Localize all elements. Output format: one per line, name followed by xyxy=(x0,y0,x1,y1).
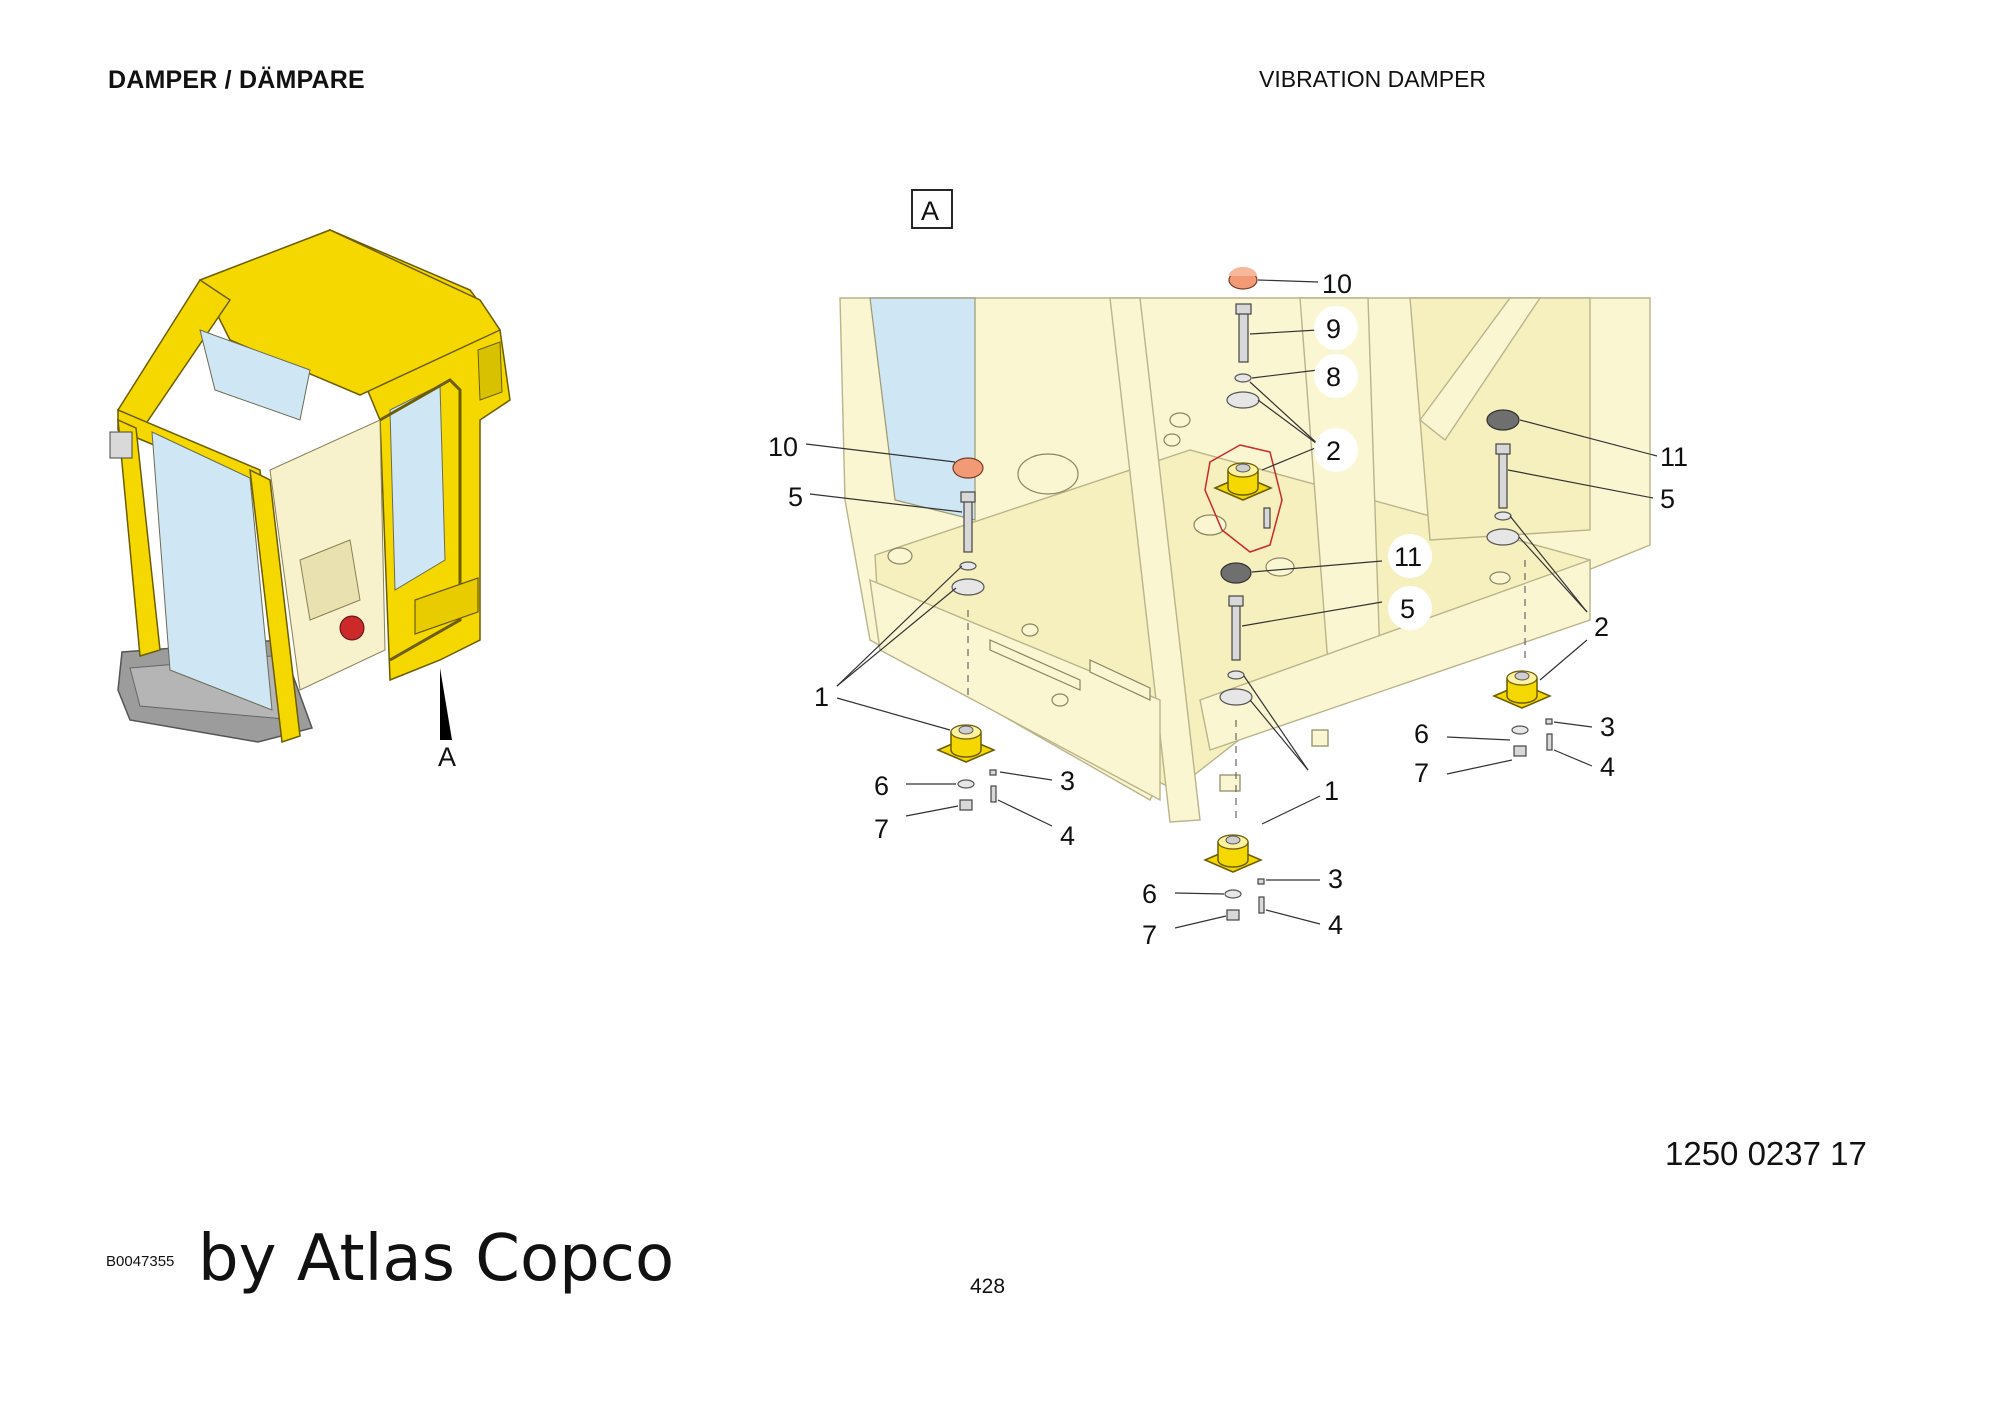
view-label: A xyxy=(921,196,939,226)
callout-6-left: 6 xyxy=(874,771,889,801)
callout-5-right: 5 xyxy=(1660,484,1675,514)
callout-1-center: 1 xyxy=(1324,776,1339,806)
callout-7-right: 7 xyxy=(1414,758,1429,788)
right-damper-assembly xyxy=(1486,409,1553,757)
callout-8: 8 xyxy=(1326,362,1341,392)
callout-3-right: 3 xyxy=(1600,712,1615,742)
callout-1-left: 1 xyxy=(814,682,829,712)
view-arrow-label: A xyxy=(438,742,456,772)
callout-2-center: 2 xyxy=(1326,436,1341,466)
document-number: 1250 0237 17 xyxy=(1665,1135,1867,1172)
callout-9: 9 xyxy=(1326,314,1341,344)
callout-2-right: 2 xyxy=(1594,612,1609,642)
image-id: B0047355 xyxy=(106,1253,175,1270)
callout-10-left: 10 xyxy=(768,432,798,462)
callout-10-top: 10 xyxy=(1322,269,1352,299)
callout-11-center: 11 xyxy=(1394,542,1422,572)
callout-5-left: 5 xyxy=(788,482,803,512)
page-title: DAMPER / DÄMPARE xyxy=(108,66,365,94)
callout-7-left: 7 xyxy=(874,814,889,844)
callout-6-center: 6 xyxy=(1142,879,1157,909)
callout-4-center: 4 xyxy=(1328,910,1343,940)
callout-3-center: 3 xyxy=(1328,864,1343,894)
brand-watermark: by Atlas Copco xyxy=(198,1222,675,1296)
view-label-box xyxy=(911,189,953,229)
callout-4-right: 4 xyxy=(1600,752,1615,782)
callout-5-center: 5 xyxy=(1400,594,1415,624)
view-direction-arrow xyxy=(440,668,452,740)
callout-7-center: 7 xyxy=(1142,920,1157,950)
callout-6-right: 6 xyxy=(1414,719,1429,749)
callout-4-left: 4 xyxy=(1060,821,1075,851)
center-top-damper-assembly xyxy=(1213,267,1273,529)
leader-lines xyxy=(805,279,1658,929)
callout-3-left: 3 xyxy=(1060,766,1075,796)
page-number: 428 xyxy=(970,1275,1006,1298)
section-title: VIBRATION DAMPER xyxy=(1259,66,1487,92)
callout-labels: 10 9 8 2 10 5 11 5 11 5 2 1 6 3 7 4 1 6 … xyxy=(768,269,1688,950)
cab-overview-illustration xyxy=(109,228,511,744)
highlight-outline xyxy=(1204,444,1283,553)
left-damper-assembly xyxy=(936,457,997,811)
center-damper-assembly xyxy=(1203,562,1265,921)
callout-11-right: 11 xyxy=(1660,442,1688,472)
